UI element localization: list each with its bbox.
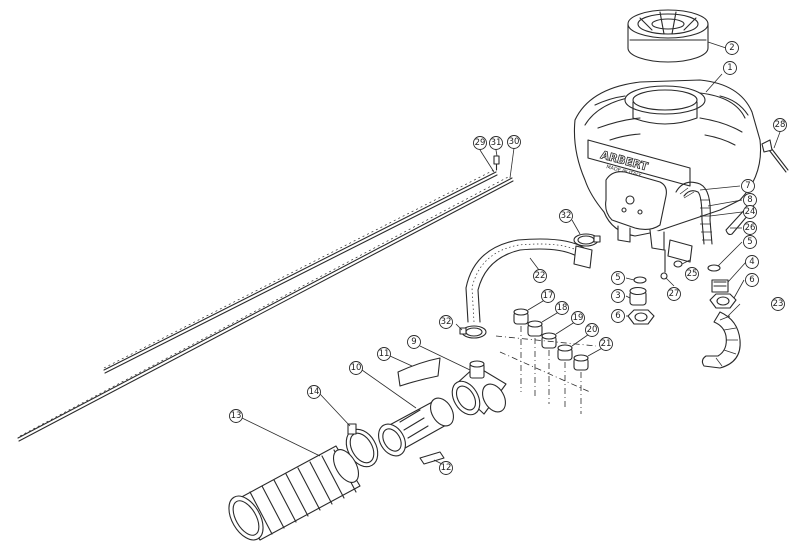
balloon-30: 30 [507,135,521,149]
svg-text:30: 30 [509,137,520,147]
svg-text:27: 27 [669,289,680,299]
rod-part-30 [17,175,514,442]
balloon-1: 1 [723,61,737,75]
balloon-9: 9 [407,335,421,349]
svg-text:22: 22 [535,271,546,281]
lid-part-2 [627,9,709,63]
bellows-part-13 [228,445,361,541]
balloon-32-upper: 32 [559,209,573,223]
tank-part-1: ARBERT MADE IN ITALY [573,79,762,273]
fitting-part-3 [629,286,647,306]
small-part-27 [660,272,668,280]
svg-text:31: 31 [491,138,502,148]
svg-text:5: 5 [615,273,620,283]
svg-text:14: 14 [309,387,320,397]
hose-part-22 [465,238,593,323]
hose-part-23 [701,311,741,369]
svg-text:6: 6 [615,311,620,321]
balloon-10: 10 [349,361,363,375]
balloon-23: 23 [771,297,785,311]
balloon-6-right: 6 [745,273,759,287]
balloon-17: 17 [541,289,555,303]
plate-part-12 [419,451,445,465]
clamp-part-32-lower [459,325,487,339]
balloon-22: 22 [533,269,547,283]
svg-text:10: 10 [351,363,362,373]
balloon-3: 3 [611,289,625,303]
balloon-26: 26 [743,221,757,235]
balloon-14: 14 [307,385,321,399]
screw-part-31 [493,155,500,171]
svg-text:26: 26 [745,223,756,233]
svg-text:4: 4 [749,257,754,267]
svg-text:17: 17 [543,291,554,301]
svg-text:21: 21 [601,339,612,349]
hook-part-28 [761,139,789,173]
shield-part-11 [397,357,441,387]
nut-part-6-mid [627,309,655,325]
balloon-5-right: 5 [743,235,757,249]
oring-part-5-right [707,264,721,272]
balloon-28: 28 [773,118,787,132]
balloon-20: 20 [585,323,599,337]
balloon-21: 21 [599,337,613,351]
balloon-4: 4 [745,255,759,269]
balloon-31: 31 [489,136,503,150]
balloon-24: 24 [743,205,757,219]
svg-text:2: 2 [729,43,734,53]
svg-text:3: 3 [615,291,620,301]
svg-text:25: 25 [687,269,698,279]
manifold-part-9 [451,360,507,416]
clamp-part-14 [345,423,379,468]
balloon-7: 7 [741,179,755,193]
nozzle-caps-17-21 [495,308,597,414]
coupler-part-10 [378,397,455,457]
balloon-12: 12 [439,461,453,475]
small-part-25 [673,260,683,268]
clamp-part-32-upper [573,233,601,247]
svg-text:18: 18 [557,303,568,313]
svg-text:5: 5 [747,237,752,247]
oring-part-5-mid [633,276,647,284]
balloon-2: 2 [725,41,739,55]
balloon-6-mid: 6 [611,309,625,323]
balloon-18: 18 [555,301,569,315]
svg-text:7: 7 [745,181,750,191]
svg-text:20: 20 [587,325,598,335]
balloon-25: 25 [685,267,699,281]
hose-part-7 [675,181,713,245]
svg-text:28: 28 [775,120,786,130]
svg-text:19: 19 [573,313,584,323]
svg-text:13: 13 [231,411,242,421]
balloon-27: 27 [667,287,681,301]
balloon-32-lower: 32 [439,315,453,329]
balloon-19: 19 [571,311,585,325]
fitting-part-4 [711,279,729,293]
balloon-13: 13 [229,409,243,423]
svg-text:9: 9 [411,337,416,347]
svg-text:24: 24 [745,207,756,217]
balloon-11: 11 [377,347,391,361]
part-balloons: 1 2 3 4 5 5 6 6 7 8 9 10 11 12 13 14 17 … [229,41,787,475]
svg-text:12: 12 [441,463,452,473]
svg-text:32: 32 [561,211,572,221]
svg-text:6: 6 [749,275,754,285]
rod-part-29 [103,169,498,374]
svg-text:29: 29 [475,138,486,148]
svg-text:1: 1 [727,63,732,73]
svg-text:11: 11 [379,349,390,359]
balloon-8: 8 [743,193,757,207]
balloon-29: 29 [473,136,487,150]
svg-text:32: 32 [441,317,452,327]
svg-text:8: 8 [747,195,752,205]
balloon-5-mid: 5 [611,271,625,285]
nut-part-6-right [709,293,737,309]
svg-text:23: 23 [773,299,784,309]
